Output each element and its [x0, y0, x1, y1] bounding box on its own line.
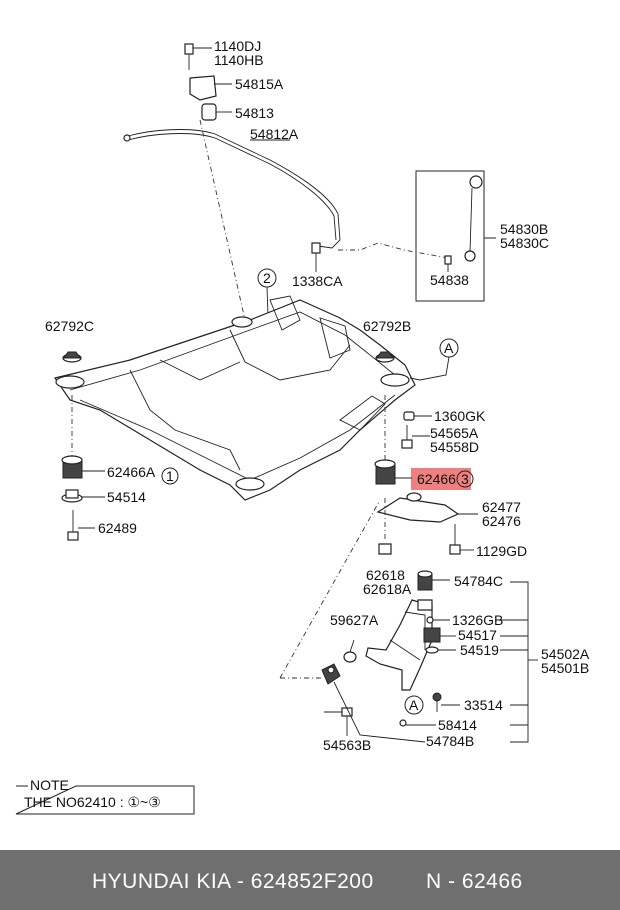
label-62618: 62618 [366, 567, 405, 583]
label-54519: 54519 [460, 642, 499, 658]
label-1140dj: 1140DJ [214, 38, 261, 54]
rear-bushing [321, 663, 341, 685]
label-54502a: 54502A [541, 646, 590, 662]
arm-bushing-upper [417, 570, 450, 591]
mount-stopper-left [61, 489, 105, 503]
label-1140hb: 1140HB [214, 52, 264, 68]
bushing-leader [199, 119, 246, 321]
note-box: NOTE THE NO62410 : ①~③ [15, 777, 195, 815]
arm-circlip [425, 646, 456, 654]
bracket-nut [378, 543, 392, 555]
footer-bar: HYUNDAI KIA - 624852F200 N - 62466 [0, 850, 620, 910]
callout-3-text: 3 [461, 471, 469, 487]
label-1326gb: 1326GB [452, 612, 503, 628]
callout-a-upper-text: A [444, 340, 454, 356]
callout-circle-3 [456, 470, 474, 488]
mount-bushing-right [374, 459, 396, 485]
arm-rivet [426, 616, 450, 624]
label-62477: 62477 [482, 499, 521, 515]
footer-brand-part: HYUNDAI KIA - 624852F200 [92, 870, 374, 893]
label-54784c: 54784C [454, 573, 503, 589]
stabilizer-link [464, 175, 496, 262]
label-62489: 62489 [98, 520, 137, 536]
label-62792b: 62792B [363, 318, 411, 334]
label-54501b: 54501B [541, 660, 589, 676]
label-54838: 54838 [430, 272, 469, 288]
highlight-62466 [411, 468, 471, 490]
callout-2-text: 2 [263, 270, 271, 286]
mounting-clip [403, 411, 432, 421]
label-54558d: 54558D [430, 439, 479, 455]
label-58414: 58414 [438, 717, 477, 733]
mount-bolt-left [67, 510, 95, 541]
label-54812a: 54812A [250, 126, 299, 142]
stabilizer-bar [123, 129, 341, 249]
label-54815a: 54815A [235, 76, 284, 92]
mount-washer-left [62, 351, 82, 363]
footer-part-number: N - 62466 [426, 870, 523, 893]
parts-diagram: 1140DJ 1140HB 54815A 54813 54812A 54830B… [15, 38, 590, 815]
rear-bushing-bolt [324, 707, 353, 736]
pinch-bolt [399, 719, 436, 727]
link-box [415, 170, 485, 302]
label-1338ca: 1338CA [292, 273, 343, 289]
label-1129gd: 1129GD [476, 543, 527, 559]
label-54830b: 54830B [500, 221, 548, 237]
callout-1-text: 1 [166, 468, 174, 484]
label-54563b: 54563B [323, 737, 371, 753]
label-54514: 54514 [107, 489, 146, 505]
arm-dust-boot [423, 627, 456, 643]
label-59627a: 59627A [330, 612, 379, 628]
label-33514: 33514 [464, 697, 503, 713]
stabilizer-nut [311, 242, 321, 272]
mount-washer-right [375, 351, 395, 363]
callout-circle-a-lower [404, 695, 424, 715]
lower-arm-bracket [376, 492, 478, 523]
label-1360gk: 1360GK [434, 408, 486, 424]
label-54784b: 54784B [426, 733, 474, 749]
ball-joint [432, 692, 460, 712]
note-text: THE NO62410 : ①~③ [24, 794, 161, 810]
link-nut [444, 255, 452, 272]
label-54813: 54813 [235, 105, 274, 121]
callout-a-lower-text: A [409, 697, 419, 713]
mounting-bolt [401, 425, 430, 449]
stabilizer-bushing [201, 103, 232, 121]
stabilizer-bolt [184, 43, 212, 70]
label-54830c: 54830C [500, 235, 549, 251]
label-62466: 62466 [417, 471, 456, 487]
rear-bushing-washer [343, 639, 357, 663]
stabilizer-bracket [189, 75, 232, 101]
callout-circle-1 [161, 467, 179, 485]
label-54517: 54517 [458, 627, 497, 643]
label-62466a: 62466A [107, 464, 156, 480]
link-leader [338, 242, 449, 259]
bracket-bolt [449, 524, 474, 555]
label-62618a: 62618A [363, 581, 412, 597]
label-62792c: 62792C [45, 318, 94, 334]
label-54565a: 54565A [430, 425, 479, 441]
subframe [54, 295, 416, 501]
rear-leader [279, 499, 381, 679]
mount-bushing-left [61, 455, 105, 479]
label-62476: 62476 [482, 513, 521, 529]
note-title: NOTE [30, 777, 69, 793]
arm-bushing-mid [417, 599, 433, 611]
